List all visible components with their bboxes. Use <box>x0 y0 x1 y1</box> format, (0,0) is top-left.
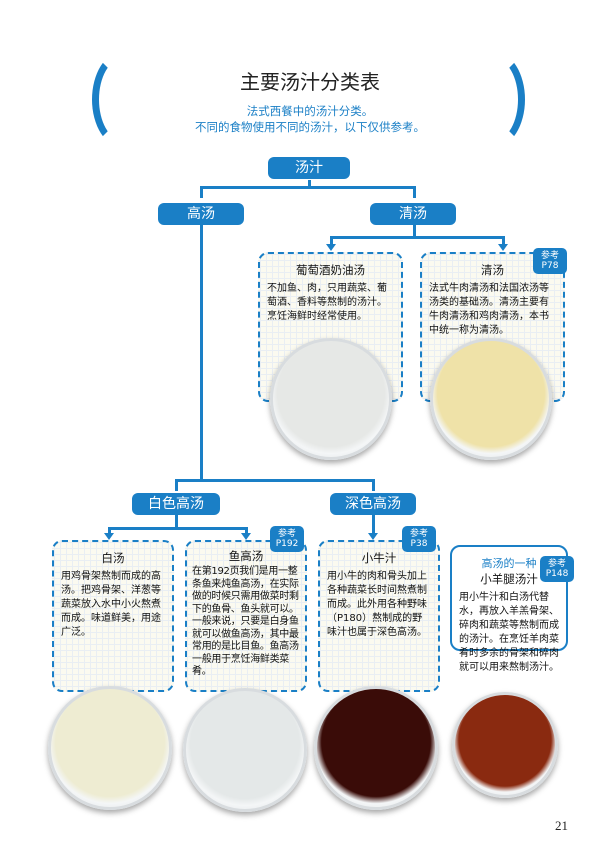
card-body: 法式牛肉清汤和法国浓汤等汤类的基础汤。清汤主要有牛肉清汤和鸡肉清汤，本书中统一称… <box>429 283 549 336</box>
card-title: 白汤 <box>101 551 125 565</box>
card-title: 小羊腿汤汁 <box>480 572 538 586</box>
card-veal-jus: 小牛汁 用小牛的肉和骨头加上各种蔬菜长时间熬煮制而成。此外用各种野味（P180）… <box>318 540 440 692</box>
card-title: 清汤 <box>481 263 504 277</box>
connector <box>175 479 178 491</box>
card-body: 在第192页我们是用一整条鱼来炖鱼高汤，在实际做的时候只需用做菜时剩下的鱼骨、鱼… <box>192 566 299 677</box>
connector <box>175 479 375 482</box>
connector <box>108 527 248 530</box>
node-stock: 高汤 <box>158 203 244 225</box>
connector <box>200 186 415 189</box>
soup-bowl-image <box>48 686 172 810</box>
card-title: 小牛汁 <box>361 551 397 565</box>
card-body: 用小牛的肉和骨头加上各种蔬菜长时间熬煮制而成。此外用各种野味（P180）熬制成的… <box>327 571 427 638</box>
connector <box>200 186 203 198</box>
connector <box>245 527 248 535</box>
badge-page: P192 <box>275 539 299 549</box>
arrow-down-icon <box>241 533 251 540</box>
node-clear: 清汤 <box>370 203 456 225</box>
card-white-stock: 白汤 用鸡骨架熬制而成的高汤。把鸡骨架、洋葱等蔬菜放入水中小火熬煮而成。味道鲜美… <box>52 540 174 692</box>
connector <box>200 225 203 481</box>
connector <box>372 515 375 535</box>
card-kicker: 高汤的一种 <box>481 557 537 570</box>
arrow-down-icon <box>368 533 378 540</box>
badge-page: P78 <box>541 261 559 271</box>
card-wine-cream: 葡萄酒奶油汤 不加鱼、肉，只用蔬菜、葡萄酒、香料等熬制的汤汁。烹饪海鲜时经常使用… <box>258 252 403 402</box>
connector <box>372 479 375 491</box>
connector <box>413 186 416 198</box>
connector <box>308 180 311 188</box>
right-bracket-decoration <box>465 52 525 147</box>
subtitle-line-2: 不同的食物使用不同的汤汁，以下仅供参考。 <box>195 120 425 134</box>
badge-label: 参考 <box>540 251 559 261</box>
subtitle-line-1: 法式西餐中的汤汁分类。 <box>246 104 374 118</box>
left-bracket-decoration <box>92 52 152 147</box>
connector <box>108 527 111 535</box>
soup-bowl-image <box>183 688 307 812</box>
page-number: 21 <box>555 818 568 833</box>
card-body: 用鸡骨架熬制而成的高汤。把鸡骨架、洋葱等蔬菜放入水中小火熬煮而成。味道鲜美，用途… <box>61 571 161 638</box>
node-root: 汤汁 <box>268 157 350 179</box>
node-dark-stock: 深色高汤 <box>330 493 416 515</box>
arrow-down-icon <box>104 533 114 540</box>
card-title: 鱼高汤 <box>228 549 264 563</box>
connector <box>330 236 333 246</box>
connector <box>330 236 505 239</box>
soup-bowl-image <box>314 686 438 810</box>
arrow-down-icon <box>498 244 508 251</box>
node-white-stock: 白色高汤 <box>132 493 220 515</box>
card-title: 葡萄酒奶油汤 <box>296 263 365 277</box>
connector <box>175 515 178 528</box>
page-title: 主要汤汁分类表 <box>240 70 380 94</box>
soup-bowl-image <box>270 338 392 460</box>
card-body: 用小牛汁和白汤代替水，再放入羊羔骨架、碎肉和蔬菜等熬制而成的汤汁。在烹饪羊肉菜肴… <box>459 592 559 673</box>
badge-page: P148 <box>545 569 569 579</box>
badge-page: P38 <box>410 539 428 549</box>
connector <box>413 225 416 237</box>
connector <box>502 236 505 246</box>
badge-label: 参考 <box>277 529 296 539</box>
soup-bowl-image <box>430 338 552 460</box>
badge-label: 参考 <box>409 529 428 539</box>
soup-bowl-image <box>452 692 558 798</box>
card-fish-stock: 鱼高汤 在第192页我们是用一整条鱼来炖鱼高汤，在实际做的时候只需用做菜时剩下的… <box>185 540 307 692</box>
badge-label: 参考 <box>547 559 566 569</box>
card-body: 不加鱼、肉，只用蔬菜、葡萄酒、香料等熬制的汤汁。烹饪海鲜时经常使用。 <box>267 283 387 322</box>
arrow-down-icon <box>326 244 336 251</box>
